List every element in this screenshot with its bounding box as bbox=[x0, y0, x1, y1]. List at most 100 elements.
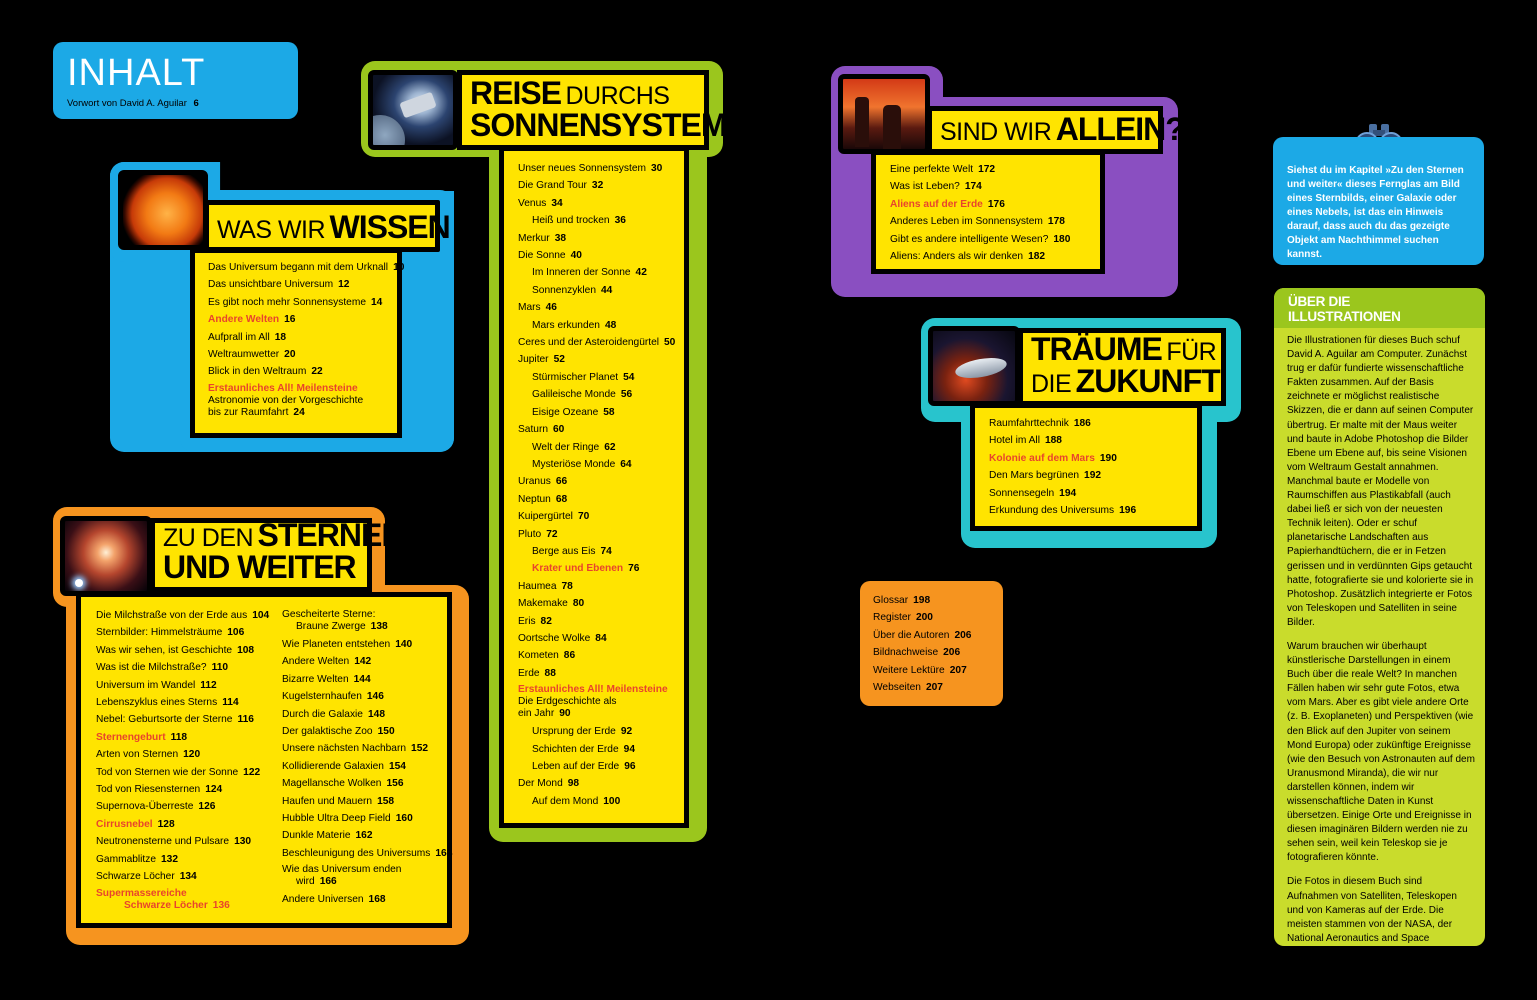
inhalt-preface[interactable]: Vorwort von David A. Aguilar 6 bbox=[67, 98, 199, 109]
toc-entry-label: Leben auf der Erde bbox=[532, 761, 620, 772]
toc-entry[interactable]: Gibt es andere intelligente Wesen?180 bbox=[890, 231, 1070, 248]
toc-entry-label: Sternbilder: Himmelsträume bbox=[96, 627, 223, 639]
toc-entry-page: 134 bbox=[179, 871, 197, 883]
toc-entry[interactable]: Was ist die Milchstraße?110 bbox=[96, 659, 269, 676]
toc-entry[interactable]: Was ist Leben?174 bbox=[890, 178, 1070, 195]
